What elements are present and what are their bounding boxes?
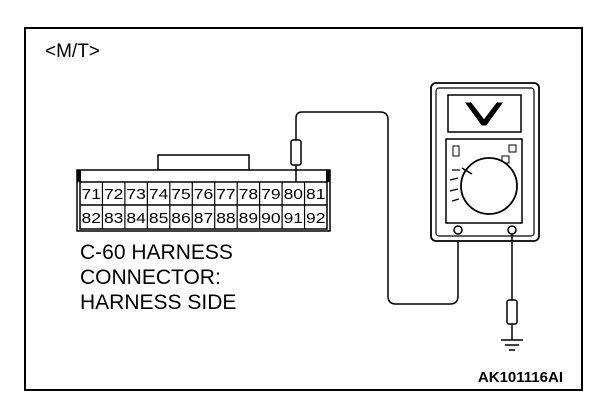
terminal-76: 76 — [194, 187, 213, 203]
voltage-mode-icon — [465, 102, 503, 126]
terminal-84: 84 — [126, 211, 145, 227]
indicator-square-icon — [508, 144, 517, 153]
terminal-75: 75 — [171, 187, 190, 203]
terminal-87: 87 — [194, 211, 213, 227]
terminal-80: 80 — [284, 187, 303, 203]
terminal-81: 81 — [306, 187, 325, 203]
terminal-85: 85 — [149, 211, 168, 227]
negative-jack-icon — [507, 225, 517, 235]
connector-name-line-3: HARNESS SIDE — [80, 291, 236, 314]
terminal-72: 72 — [104, 187, 123, 203]
function-switch-icon — [452, 145, 460, 157]
connector-lock-tab — [157, 154, 250, 171]
positive-test-lead — [290, 111, 459, 305]
connector-left-key — [77, 170, 81, 182]
figure-code: AK101116AI — [478, 369, 563, 386]
terminal-92: 92 — [306, 211, 325, 227]
terminal-89: 89 — [239, 211, 258, 227]
terminal-83: 83 — [104, 211, 123, 227]
connector-name-line-2: CONNECTOR: — [80, 266, 221, 289]
terminal-74: 74 — [149, 187, 168, 203]
terminal-82: 82 — [82, 211, 101, 227]
variant-label: <M/T> — [45, 41, 100, 62]
terminal-71: 71 — [82, 187, 101, 203]
negative-probe-icon — [506, 299, 518, 325]
terminal-91: 91 — [284, 211, 303, 227]
diagram-frame — [24, 27, 583, 391]
terminal-79: 79 — [261, 187, 280, 203]
multimeter-display — [447, 94, 522, 133]
ground-symbol-icon — [501, 339, 523, 351]
terminal-73: 73 — [126, 187, 145, 203]
negative-test-lead — [506, 234, 518, 340]
terminal-77: 77 — [216, 187, 235, 203]
terminal-88: 88 — [216, 211, 235, 227]
rotary-dial-icon — [460, 157, 518, 215]
connector-right-key — [326, 170, 330, 182]
connector-name-line-1: C-60 HARNESS — [80, 241, 233, 264]
terminal-90: 90 — [261, 211, 280, 227]
terminal-78: 78 — [239, 187, 258, 203]
positive-jack-icon — [453, 225, 463, 235]
positive-probe-icon — [290, 139, 302, 166]
terminal-86: 86 — [171, 211, 190, 227]
multimeter — [430, 82, 540, 242]
